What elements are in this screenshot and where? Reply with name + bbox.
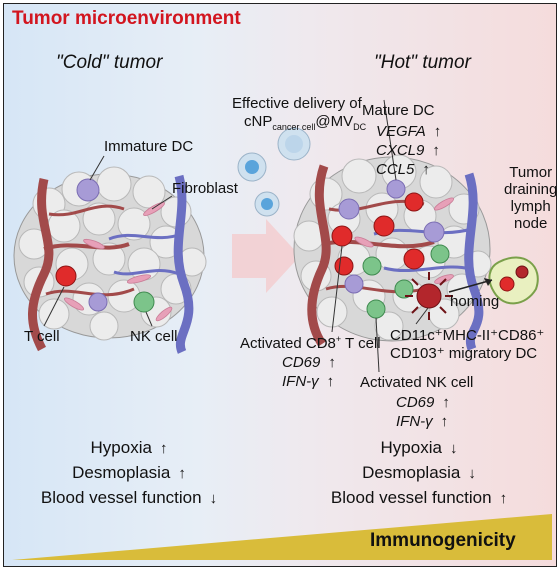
nanoparticles: [237, 127, 311, 217]
cold-tumor-mass: [13, 166, 207, 354]
figure-title: Tumor microenvironment: [12, 8, 241, 29]
cold-heading: "Cold" tumor: [56, 52, 163, 73]
nkmarkers-item: IFN-γ↑: [396, 413, 449, 430]
dcmarkers-item: CCL5↑: [376, 161, 430, 178]
cd8markers-item: IFN-γ↑: [282, 373, 335, 390]
hot-t-cells: [331, 192, 425, 276]
label-activated-nk: Activated NK cell: [360, 374, 474, 391]
cd8markers-item: CD69↑: [282, 354, 336, 371]
immunogenicity-label: Immunogenicity: [370, 530, 516, 551]
leader-lines: [43, 99, 429, 373]
cold-nk-cell: [133, 291, 155, 313]
label-immature-dc: Immature DC: [104, 138, 194, 155]
delivery-line2: cNPcancer cell@MVDC: [244, 113, 367, 132]
label-t-cell: T cell: [24, 328, 60, 345]
hot-mature-dc-cells: [338, 179, 445, 294]
hot-tumor-mass: [293, 154, 492, 351]
lymph-node: [488, 256, 539, 305]
label-migratory-dc-2: CD103⁺ migratory DC: [390, 345, 538, 362]
transition-arrow: [232, 219, 300, 293]
label-fibroblast: Fibroblast: [172, 180, 238, 197]
cold-immature-dc-cell: [76, 178, 100, 202]
label-mature-dc: Mature DC: [362, 102, 435, 119]
hot-nk-cells: [362, 244, 450, 319]
figure-frame: Tumor microenvironment "Cold" tumor "Hot…: [3, 3, 557, 567]
coldtraits-item: Desmoplasia↑: [72, 463, 186, 482]
diagram-canvas: [12, 99, 552, 560]
migratory-dc-cell: [405, 272, 453, 320]
cold-t-cell: [55, 265, 77, 287]
coldtraits-item: Blood vessel function↓: [40, 488, 218, 507]
coldtraits-item: Hypoxia↑: [90, 438, 168, 457]
hottraits-item: Desmoplasia↓: [362, 463, 476, 482]
homing-arrow: [448, 279, 493, 293]
dcmarkers-item: VEGFA↑: [376, 123, 442, 140]
delivery-line1: Effective delivery of: [232, 95, 362, 112]
dcmarkers-item: CXCL9↑: [376, 142, 440, 159]
hot-heading: "Hot" tumor: [374, 52, 471, 73]
label-nk-cell: NK cell: [130, 328, 178, 345]
hottraits-item: Hypoxia↓: [380, 438, 458, 457]
label-migratory-dc-1: CD11c⁺MHC-II⁺CD86⁺: [390, 327, 545, 344]
hottraits-item: Blood vessel function↑: [330, 488, 508, 507]
nkmarkers-item: CD69↑: [396, 394, 450, 411]
immunogenicity-wedge: [12, 514, 552, 560]
label-homing: homing: [450, 293, 500, 310]
label-cd8: Activated CD8+ T cell: [240, 334, 381, 352]
